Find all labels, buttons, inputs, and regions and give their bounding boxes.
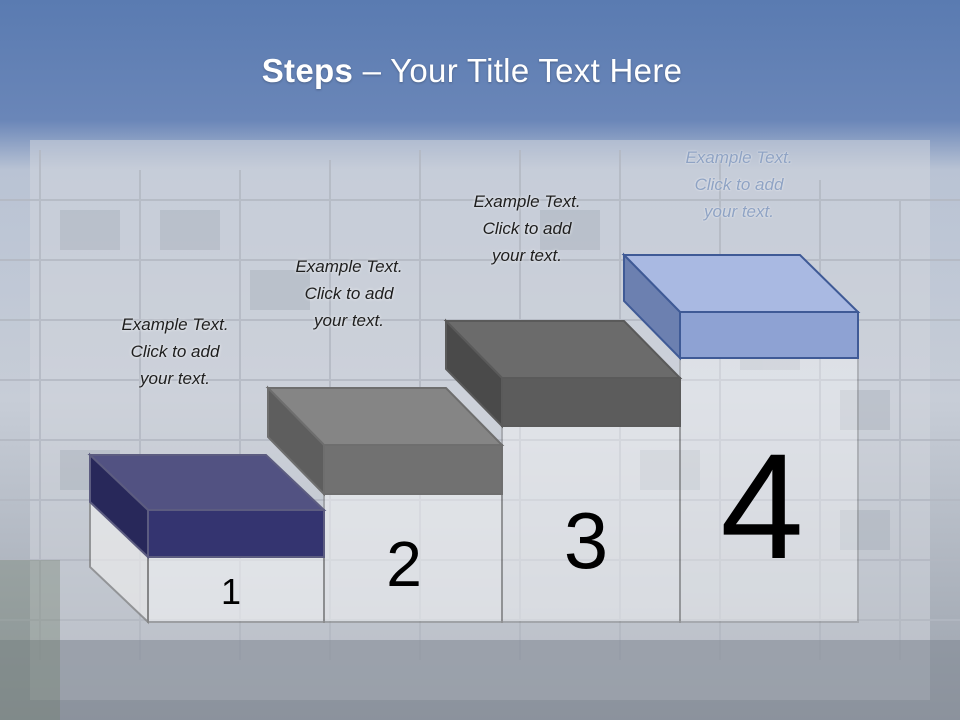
step-3-line-3: your text.	[492, 246, 562, 265]
step-2-line-1: Example Text.	[295, 257, 403, 276]
step-2-number: 2	[386, 528, 422, 600]
step-3-slab[interactable]	[443, 318, 683, 429]
step-1-line-1: Example Text.	[121, 315, 229, 334]
step-1-number: 1	[221, 571, 241, 612]
step-1-label[interactable]: Example Text. Click to add your text.	[95, 311, 255, 392]
step-4-label[interactable]: Example Text. Click to add your text.	[659, 144, 819, 225]
step-4-line-1: Example Text.	[685, 148, 793, 167]
slide-title[interactable]: Steps – Your Title Text Here	[0, 52, 944, 90]
step-4-column[interactable]	[679, 311, 859, 623]
step-2-label[interactable]: Example Text. Click to add your text.	[269, 253, 429, 334]
title-rest: – Your Title Text Here	[353, 52, 683, 89]
step-1-line-3: your text.	[140, 369, 210, 388]
step-4-line-2: Click to add	[694, 175, 784, 194]
step-3-label[interactable]: Example Text. Click to add your text.	[447, 188, 607, 269]
step-4-number: 4	[720, 422, 803, 590]
step-4-line-3: your text.	[704, 202, 774, 221]
step-3-line-2: Click to add	[482, 219, 572, 238]
step-3-line-1: Example Text.	[473, 192, 581, 211]
step-1-slab[interactable]	[87, 452, 327, 560]
step-4-slab[interactable]	[621, 252, 861, 361]
step-2-slab[interactable]	[265, 385, 505, 497]
title-bold: Steps	[261, 52, 354, 89]
step-3-number: 3	[564, 496, 609, 585]
step-1-line-2: Click to add	[130, 342, 220, 361]
step-2-line-2: Click to add	[304, 284, 394, 303]
step-2-line-3: your text.	[314, 311, 384, 330]
